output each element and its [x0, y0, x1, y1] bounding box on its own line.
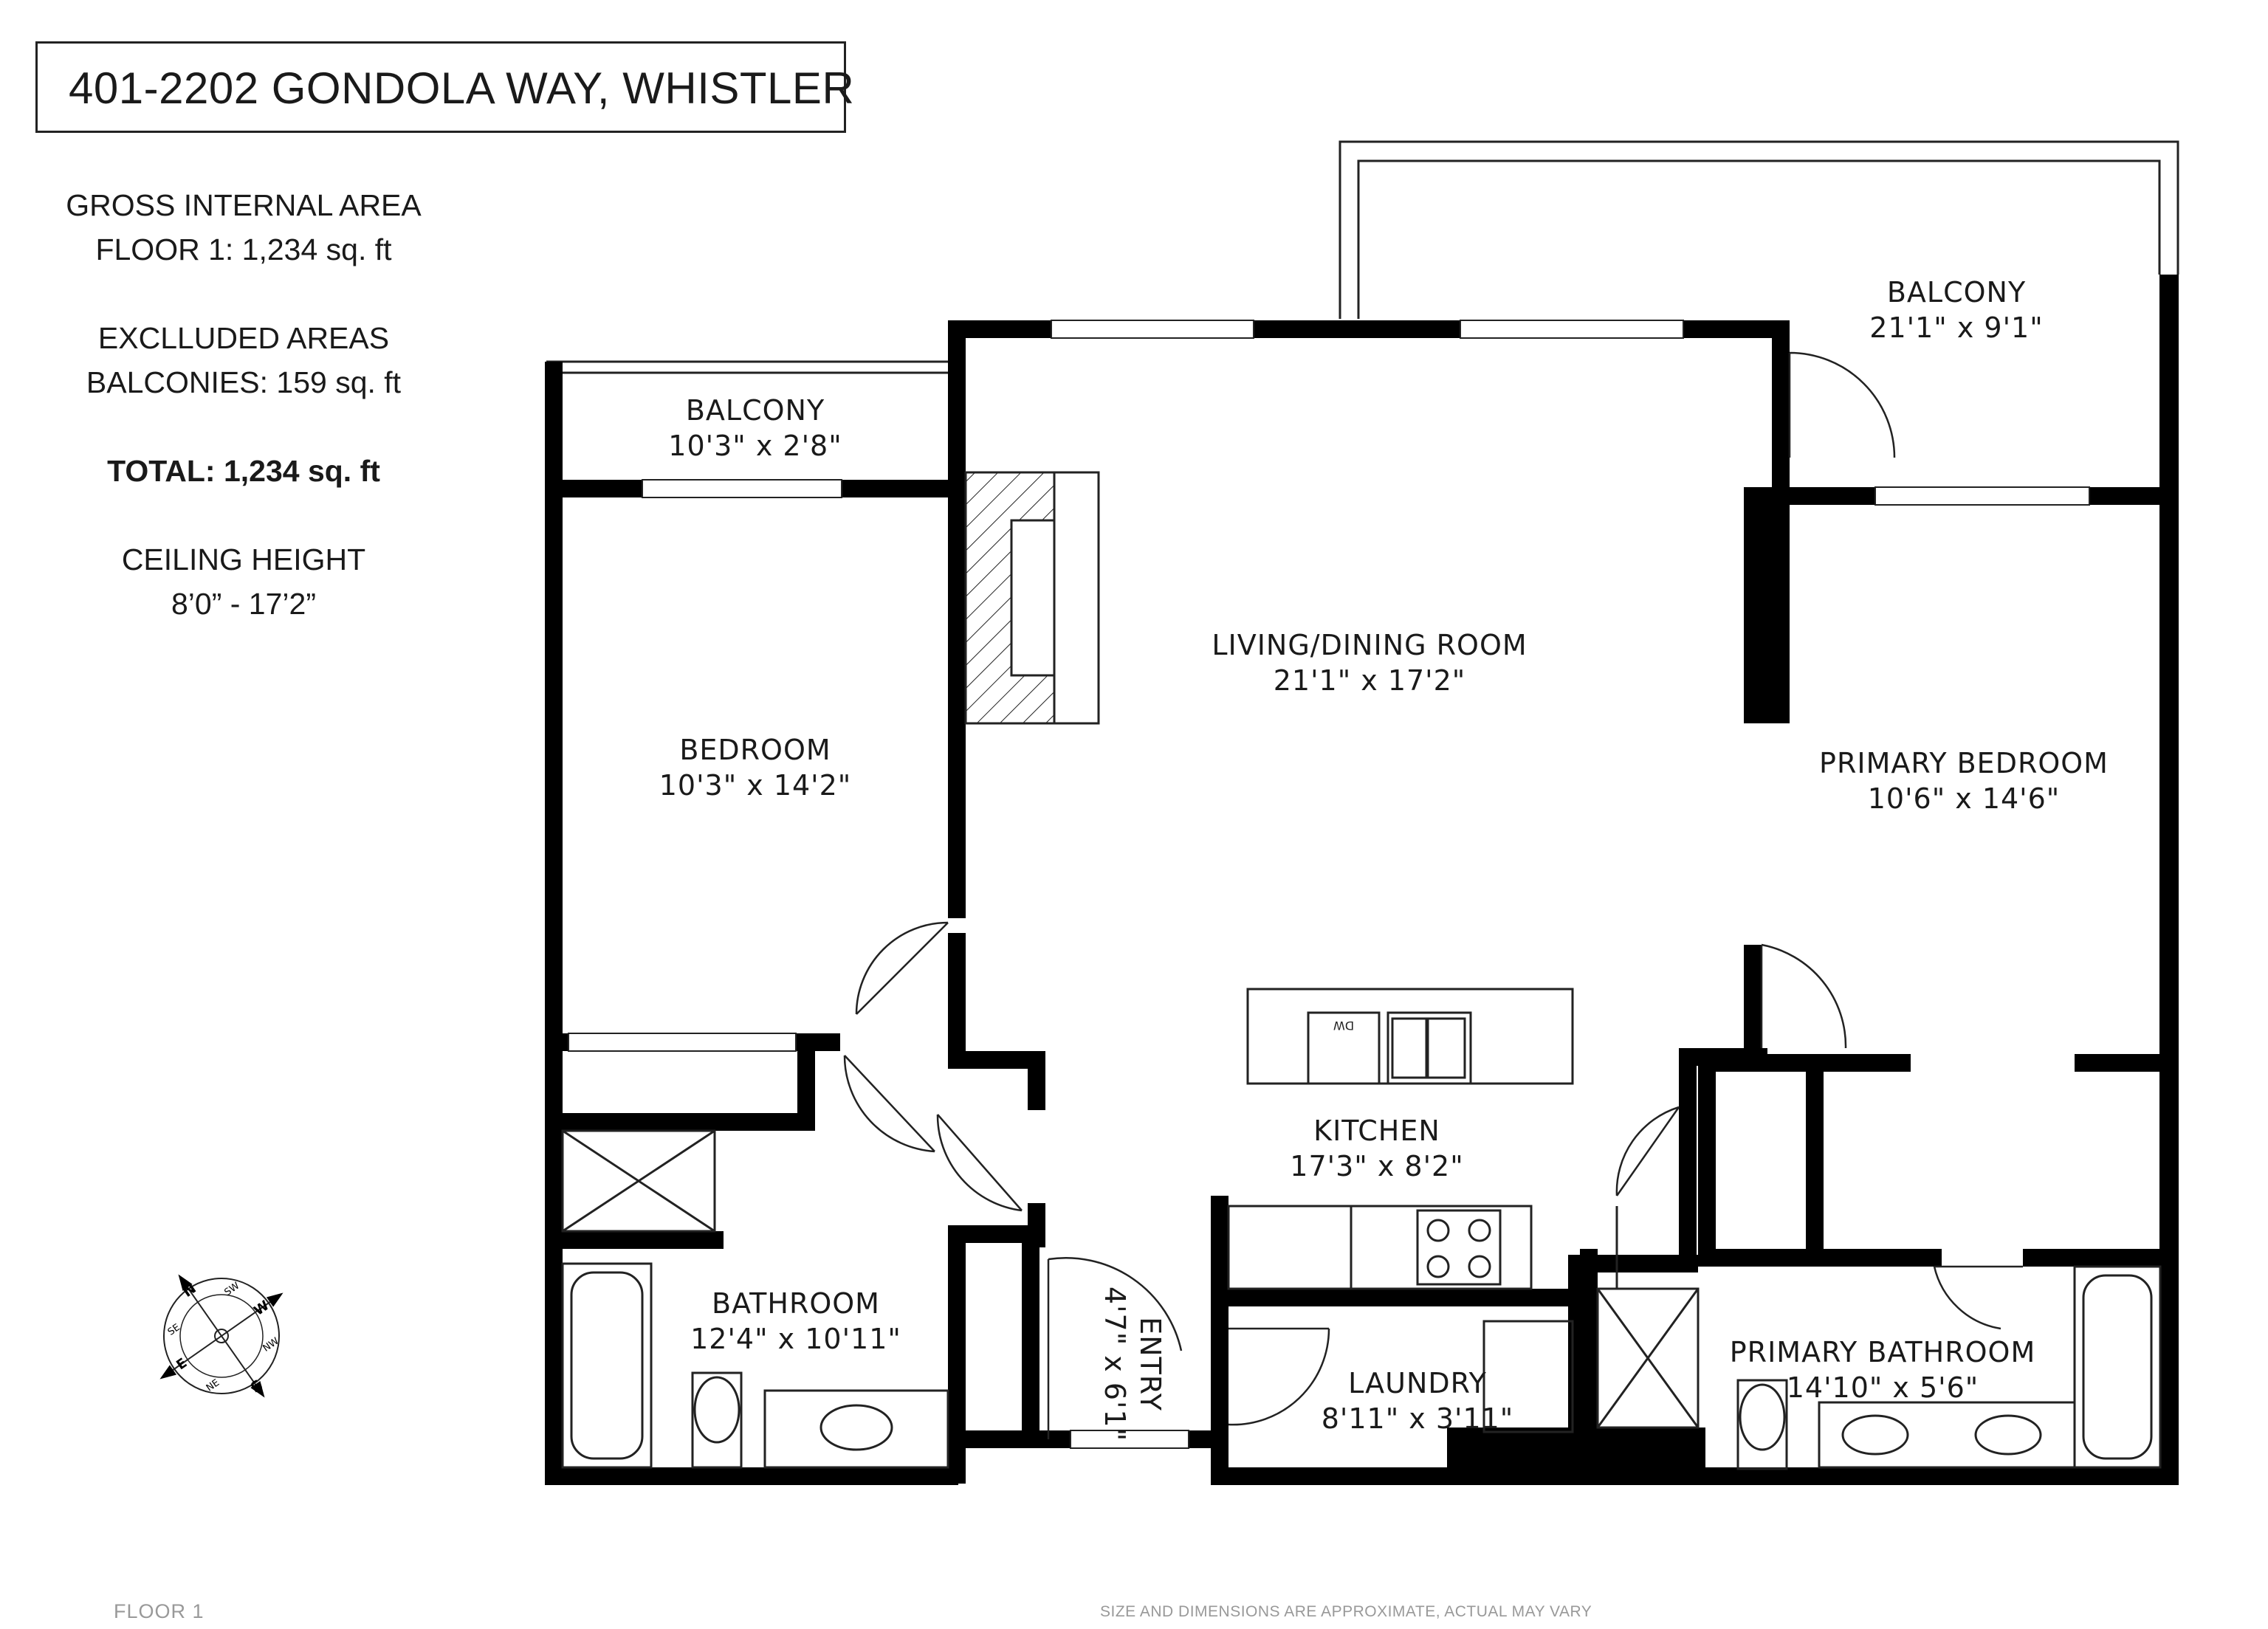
disclaimer-text: SIZE AND DIMENSIONS ARE APPROXIMATE, ACT…: [1100, 1603, 1592, 1620]
windows: [568, 320, 2090, 1449]
room-dims: 14'10" x 5'6": [1786, 1371, 1979, 1404]
room-name: BALCONY: [685, 394, 825, 427]
dishwasher-label: DW: [1333, 1019, 1354, 1033]
room-balcony-top: BALCONY 21'1" x 9'1": [1869, 275, 2043, 345]
room-dims: 4'7" x 6'1": [1099, 1286, 1131, 1442]
fireplace: [964, 471, 1100, 725]
room-entry: ENTRY 4'7" x 6'1": [1097, 1287, 1168, 1442]
room-dims: 12'4" x 10'11": [690, 1323, 901, 1355]
room-name: PRIMARY BEDROOM: [1819, 747, 2109, 779]
balconies-area-value: BALCONIES: 159 sq. ft: [86, 365, 402, 399]
kitchen-island: [1246, 988, 1574, 1085]
floor-label: FLOOR 1: [114, 1600, 205, 1622]
room-dims: 21'1" x 9'1": [1869, 311, 2044, 344]
property-address: 401-2202 GONDOLA WAY, WHISTLER: [69, 63, 855, 113]
room-name: PRIMARY BATHROOM: [1729, 1336, 2036, 1368]
svg-text:W: W: [251, 1298, 272, 1319]
excluded-areas-label: EXCLLUDED AREAS: [97, 321, 390, 355]
room-balcony-left: BALCONY 10'3" x 2'8": [668, 393, 842, 464]
compass-icon: S N E W SE SW NE NW: [159, 1274, 284, 1398]
gross-area-label: GROSS INTERNAL AREA: [66, 188, 422, 222]
room-primary-bathroom: PRIMARY BATHROOM 14'10" x 5'6": [1730, 1334, 2035, 1405]
room-bedroom: BEDROOM 10'3" x 14'2": [659, 732, 852, 803]
room-name: BALCONY: [1886, 276, 2027, 309]
room-name: BATHROOM: [712, 1287, 880, 1320]
total-area: TOTAL: 1,234 sq. ft: [107, 454, 380, 488]
doors: [843, 351, 2023, 1439]
kitchen-counter: [1227, 1205, 1618, 1290]
room-dims: 8'11" x 3'11": [1321, 1402, 1514, 1435]
room-dims: 21'1" x 17'2": [1273, 664, 1466, 697]
ceiling-height-label: CEILING HEIGHT: [121, 543, 366, 576]
room-bathroom: BATHROOM 12'4" x 10'11": [690, 1286, 901, 1357]
room-name: ENTRY: [1134, 1317, 1166, 1411]
bathroom-fixtures: [561, 1129, 2162, 1470]
room-dims: 17'3" x 8'2": [1290, 1150, 1464, 1182]
ceiling-height-value: 8’0” - 17’2”: [171, 587, 316, 621]
room-laundry: LAUNDRY 8'11" x 3'11": [1322, 1365, 1514, 1436]
svg-text:NW: NW: [261, 1335, 281, 1354]
room-living-dining: LIVING/DINING ROOM 21'1" x 17'2": [1212, 627, 1527, 698]
room-name: BEDROOM: [679, 734, 831, 766]
balcony-outlines: [546, 140, 2179, 374]
room-dims: 10'3" x 14'2": [659, 769, 852, 802]
room-name: LAUNDRY: [1348, 1367, 1487, 1399]
room-name: LIVING/DINING ROOM: [1212, 629, 1528, 661]
room-primary-bedroom: PRIMARY BEDROOM 10'6" x 14'6": [1819, 745, 2109, 816]
room-dims: 10'6" x 14'6": [1867, 782, 2061, 815]
area-summary: GROSS INTERNAL AREA FLOOR 1: 1,234 sq. f…: [44, 183, 443, 626]
room-kitchen: KITCHEN 17'3" x 8'2": [1290, 1113, 1463, 1184]
room-dims: 10'3" x 2'8": [668, 430, 842, 462]
room-name: KITCHEN: [1313, 1115, 1440, 1147]
svg-text:SW: SW: [222, 1281, 241, 1298]
floor-area-value: FLOOR 1: 1,234 sq. ft: [95, 233, 392, 266]
walls: [545, 275, 2179, 1485]
title-box: 401-2202 GONDOLA WAY, WHISTLER: [35, 41, 854, 133]
